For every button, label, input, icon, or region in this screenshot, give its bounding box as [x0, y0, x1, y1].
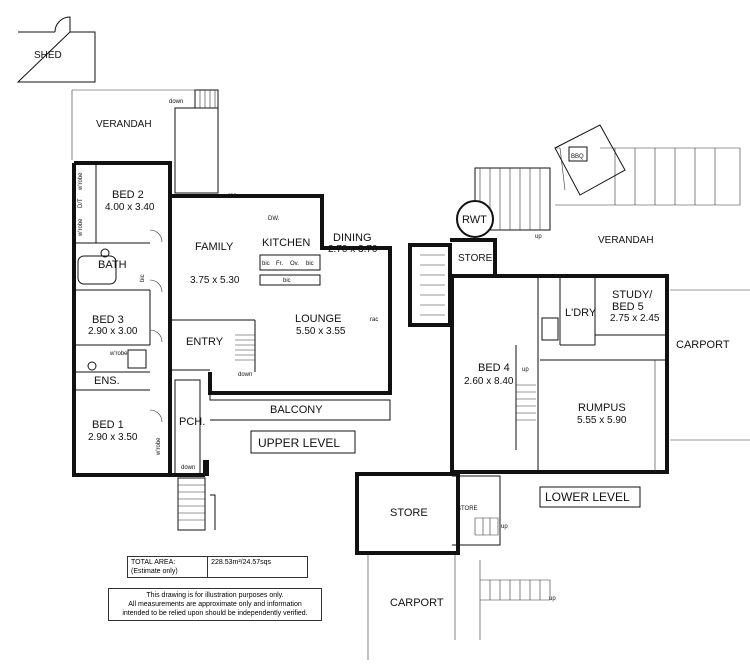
store-top-label: STORE: [458, 253, 493, 264]
study-name-2: BED 5: [612, 301, 644, 313]
bed2-name: BED 2: [112, 189, 144, 201]
bath-label: BATH: [98, 259, 127, 271]
shed: [16, 16, 96, 83]
verandah-upper-label: VERANDAH: [96, 119, 152, 130]
dw-label: DW.: [268, 216, 280, 222]
kitchen-unit-1: bic: [262, 261, 270, 267]
bed1-name: BED 1: [92, 419, 124, 431]
total-area-label: TOTAL AREA:: [131, 559, 176, 566]
study-size: 2.75 x 2.45: [610, 313, 660, 324]
upper-doors: [149, 229, 163, 423]
lounge-name: LOUNGE: [295, 313, 341, 325]
area-table: TOTAL AREA: (Estimate only) 228.53m²/24.…: [126, 556, 308, 578]
upper-level-box: [250, 430, 356, 454]
family-name: FAMILY: [195, 241, 234, 253]
lower-level-title: LOWER LEVEL: [545, 490, 630, 504]
island-bic-label: bic: [283, 278, 291, 284]
rac-label-1: rac: [228, 193, 236, 199]
disclaimer-line-3: intended to be relied upon should be ind…: [122, 610, 308, 617]
porch-label: PCH.: [179, 416, 205, 428]
up-label-3: up: [501, 524, 508, 530]
upper-verandah: [71, 89, 219, 194]
wrobe-label-3: w'robe: [109, 351, 128, 357]
laundry-label: L'DRY: [565, 307, 597, 319]
upper-level-title: UPPER LEVEL: [258, 436, 340, 450]
verandah-lower-label: VERANDAH: [598, 235, 654, 246]
bath-bic-label: bic: [140, 274, 146, 282]
down-label-top: down: [169, 99, 183, 105]
bed4-size: 2.60 x 8.40: [464, 376, 514, 387]
down-label-porch: down: [181, 465, 195, 471]
total-area-value: 228.53m²/24.57sqs: [207, 556, 308, 578]
area-label-cell: TOTAL AREA: (Estimate only): [126, 556, 209, 578]
area-info: TOTAL AREA: (Estimate only) 228.53m²/24.…: [126, 556, 308, 578]
kitchen-unit-4: bic: [306, 261, 314, 267]
dining-size: 2.70 x 3.70: [328, 244, 378, 255]
disclaimer: This drawing is for illustration purpose…: [108, 588, 322, 621]
bed4-name: BED 4: [478, 362, 510, 374]
rac-label-2: rac: [370, 317, 378, 323]
bath-fixtures: [77, 248, 147, 371]
shed-label: SHED: [34, 50, 62, 61]
study-name-1: STUDY/: [612, 289, 653, 301]
store-bottom-label: STORE: [390, 507, 428, 519]
wrobe-label-4: w'robe: [156, 437, 162, 456]
estimate-label: (Estimate only): [131, 568, 178, 575]
balcony-label: BALCONY: [270, 404, 323, 416]
up-label-1: up: [535, 234, 542, 240]
lower-level-walls: [355, 238, 750, 660]
upper-stairs: [177, 334, 255, 531]
kitchen-unit-2: Fr.: [276, 261, 283, 267]
lounge-size: 5.50 x 3.55: [296, 326, 346, 337]
rain-water-tank: [456, 200, 494, 238]
family-size: 3.75 x 5.30: [190, 275, 240, 286]
entry-label: ENTRY: [186, 336, 224, 348]
rumpus-size: 5.55 x 5.90: [577, 415, 627, 426]
store-small-label: STORE: [457, 506, 478, 512]
up-label-4: up: [549, 596, 556, 602]
wrobe-label-1: w'robe: [78, 172, 84, 191]
bed3-size: 2.90 x 3.00: [88, 326, 138, 337]
rwt-label: RWT: [462, 214, 487, 226]
up-label-2: up: [522, 367, 529, 373]
rumpus-name: RUMPUS: [578, 402, 626, 414]
disclaimer-line-2: All measurements are approximate only an…: [128, 601, 302, 608]
ens-label: ENS.: [94, 375, 120, 387]
bed2-size: 4.00 x 3.40: [105, 202, 155, 213]
dt-label: D/T: [78, 198, 84, 208]
bbq-label: BBQ: [571, 154, 584, 160]
lower-level-box: [539, 486, 641, 508]
bed3-name: BED 3: [92, 314, 124, 326]
lower-verandah: [474, 124, 741, 231]
carport-right-label: CARPORT: [676, 339, 730, 351]
bed1-size: 2.90 x 3.50: [88, 432, 138, 443]
kitchen-label: KITCHEN: [262, 237, 310, 249]
kitchen-unit-3: Ov.: [290, 261, 299, 267]
disclaimer-line-1: This drawing is for illustration purpose…: [146, 592, 284, 599]
carport-bottom-label: CARPORT: [390, 597, 444, 609]
down-label-entry: down: [238, 372, 252, 378]
wrobe-label-2: w'robe: [78, 218, 84, 237]
upper-level-walls: [72, 161, 392, 477]
dining-name: DINING: [333, 232, 372, 244]
